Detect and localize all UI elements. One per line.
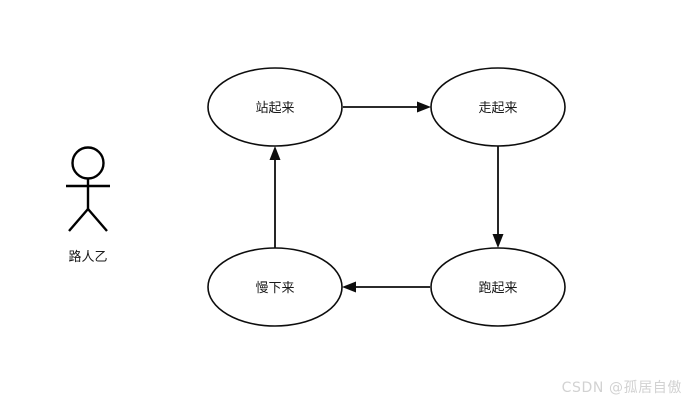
edge-slow-to-stand-arrowhead (269, 146, 281, 160)
use-case-slow-down-shape (207, 247, 343, 327)
edge-run-to-slow-arrowhead (342, 281, 356, 293)
use-case-start-walk[interactable]: 走起来 (430, 67, 566, 147)
use-case-slow-down-label: 慢下来 (255, 280, 294, 296)
actor-passerby[interactable]: 路人乙 (66, 146, 110, 266)
use-case-start-walk-shape (430, 67, 566, 147)
use-case-start-run[interactable]: 跑起来 (430, 247, 566, 327)
use-case-stand-up-label: 站起来 (255, 101, 294, 116)
edge-stand-to-walk[interactable] (343, 101, 431, 113)
use-case-slow-down[interactable]: 慢下来 (207, 247, 343, 327)
edge-walk-to-run[interactable] (492, 146, 504, 248)
edge-stand-to-walk-arrowhead (417, 101, 431, 113)
edge-run-to-slow[interactable] (342, 281, 430, 293)
use-case-start-walk-label: 走起来 (478, 101, 517, 116)
actor-left-leg-icon (68, 208, 89, 232)
edge-walk-to-run-arrowhead (492, 234, 504, 248)
use-case-start-run-shape (430, 247, 566, 327)
actor-label: 路人乙 (68, 249, 107, 265)
actor-right-leg-icon (87, 208, 108, 232)
csdn-watermark: CSDN @孤居自傲 (561, 380, 682, 396)
actor-head-icon (71, 146, 105, 180)
edge-slow-to-stand[interactable] (269, 146, 281, 248)
use-case-start-run-label: 跑起来 (478, 281, 517, 296)
use-case-stand-up-shape (207, 67, 343, 147)
use-case-stand-up[interactable]: 站起来 (207, 67, 343, 147)
